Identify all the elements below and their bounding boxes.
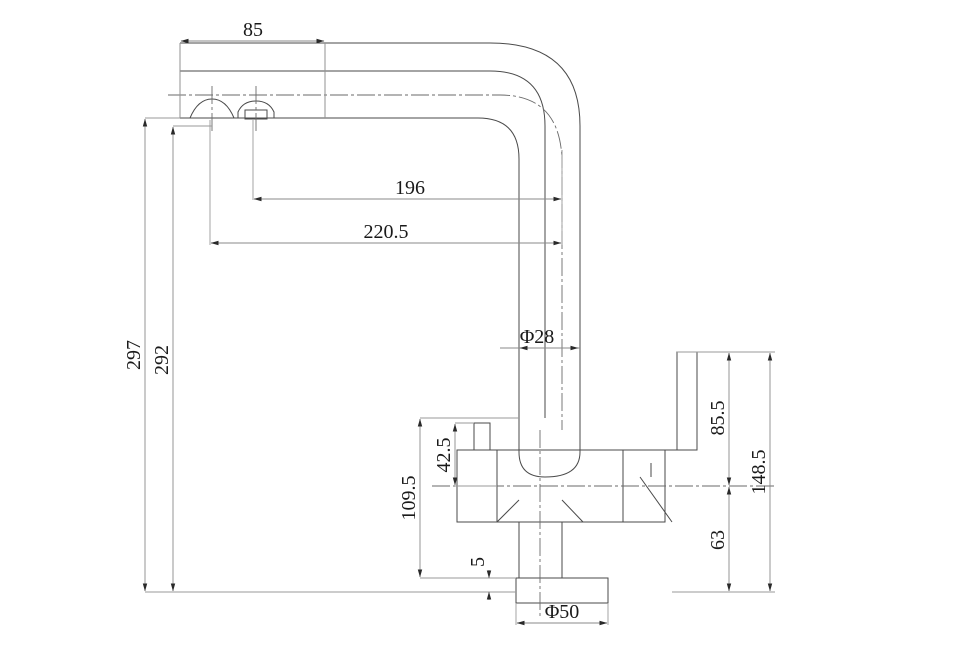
dim-5-label: 5 xyxy=(467,557,489,567)
dimension-5: 5 xyxy=(467,557,516,600)
dimension-109-5: 109.5 xyxy=(398,417,519,579)
riser-chamfer-right xyxy=(561,499,584,523)
spout-outer-profile xyxy=(180,70,546,418)
spout-bend-outer-arc xyxy=(489,42,581,127)
dim-85-5-label: 85.5 xyxy=(707,401,729,436)
spout-column-base-transition xyxy=(518,418,581,478)
dim-85-label: 85 xyxy=(243,19,263,41)
left-lever-stem xyxy=(473,422,491,451)
base-plate xyxy=(515,577,609,604)
riser-chamfer-left xyxy=(496,499,520,523)
faucet-body-geometry xyxy=(168,42,775,618)
dim-28-label: Φ28 xyxy=(520,326,555,348)
dimension-148-5: 148.5 xyxy=(748,352,773,592)
dim-109-label: 109.5 xyxy=(398,476,420,521)
dim-50-label: Φ50 xyxy=(545,601,580,623)
dim-148-label: 148.5 xyxy=(748,450,770,495)
dim-292-label: 292 xyxy=(151,345,173,375)
dim-63-label: 63 xyxy=(707,530,729,550)
dimension-63: 63 xyxy=(672,486,775,593)
dimension-292: 292 xyxy=(151,125,212,592)
dimension-85-5: 85.5 xyxy=(677,351,775,486)
dimension-phi-50: Φ50 xyxy=(515,601,609,626)
handle-cartridge-angle xyxy=(639,476,673,523)
spout-horizontal-centerline xyxy=(168,94,563,161)
dimension-196: 196 xyxy=(252,120,563,202)
spout-inner-profile xyxy=(180,117,520,418)
dimension-297: 297 xyxy=(123,117,516,593)
dim-297-label: 297 xyxy=(123,340,145,370)
right-handle-lever xyxy=(676,351,698,451)
dimension-phi-28: Φ28 xyxy=(500,326,580,351)
dim-196-label: 196 xyxy=(395,177,425,199)
dimension-220-5: 220.5 xyxy=(209,120,563,246)
dim-220-label: 220.5 xyxy=(364,221,409,243)
dim-42-label: 42.5 xyxy=(433,438,455,473)
dimension-42-5: 42.5 xyxy=(433,422,497,487)
dimension-85: 85 xyxy=(179,19,326,118)
